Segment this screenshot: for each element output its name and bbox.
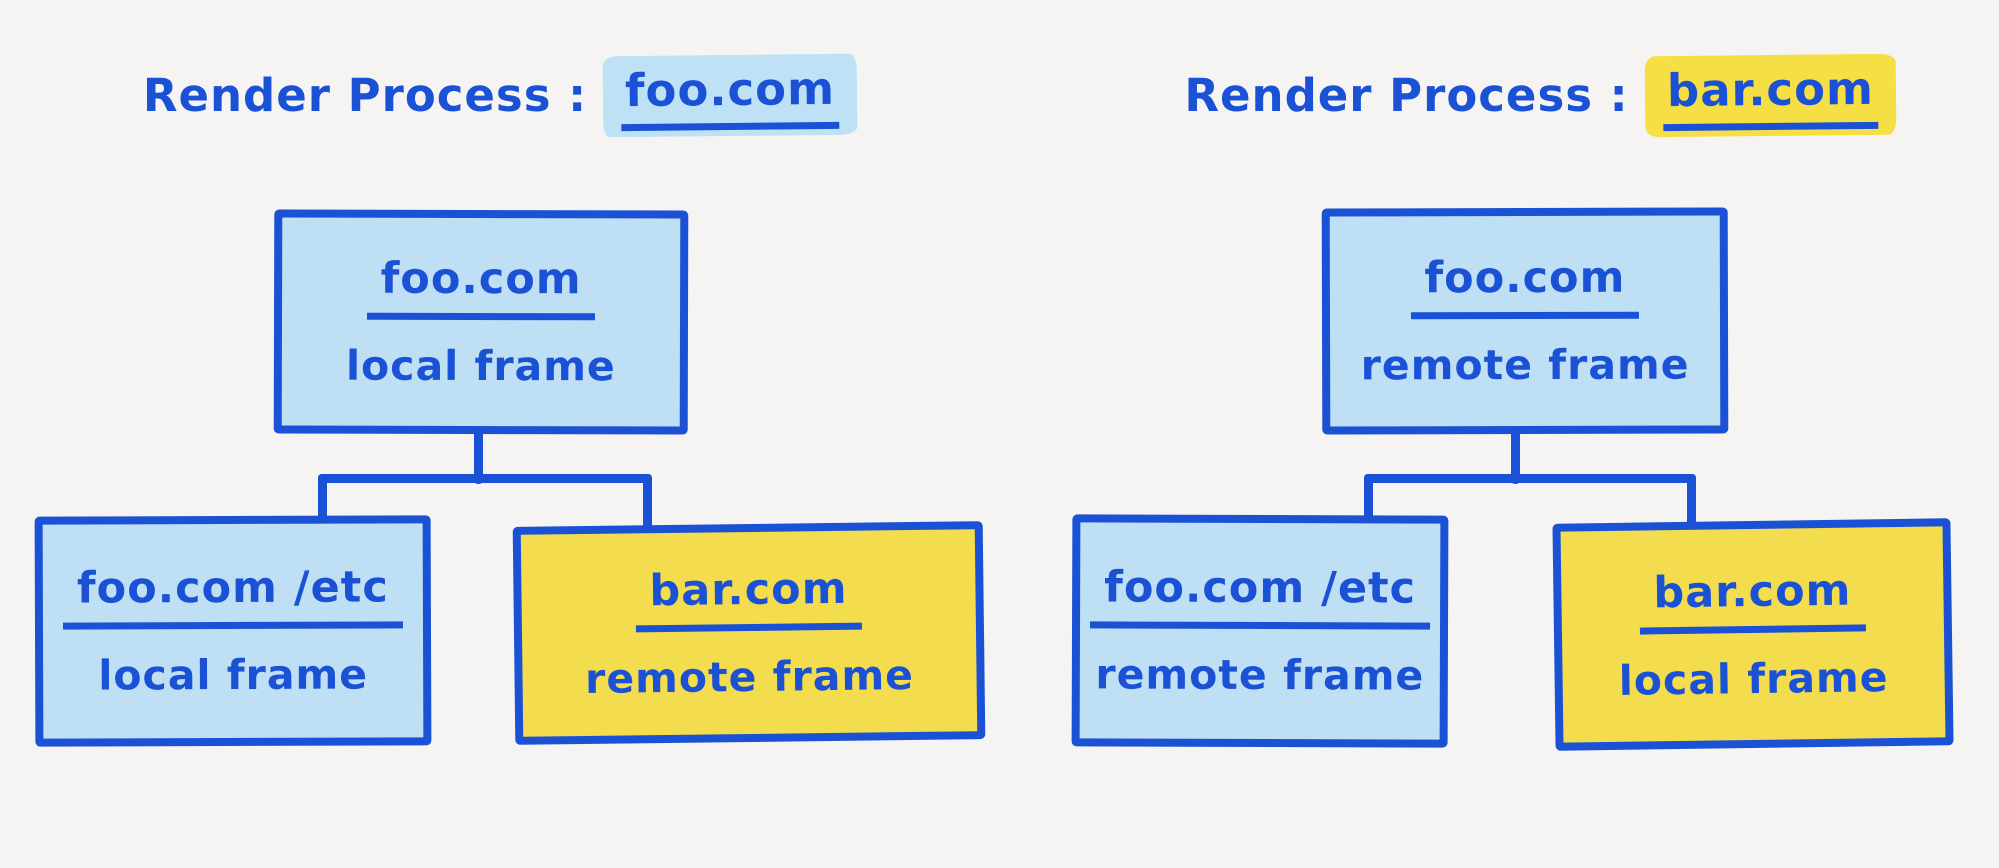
root-frame-node-foo: foo.com local frame — [273, 209, 689, 435]
connector-stem — [1511, 426, 1520, 484]
child-frame-node-right: bar.com remote frame — [512, 521, 986, 745]
child-frame-node-left: foo.com /etc remote frame — [1071, 514, 1449, 748]
root-frame-node-bar-process: foo.com remote frame — [1321, 207, 1729, 435]
title-domain-highlight: bar.com — [1644, 53, 1897, 137]
title-domain-highlight: foo.com — [602, 53, 858, 137]
frame-domain-label: foo.com — [366, 253, 596, 321]
frame-type-label: local frame — [98, 650, 369, 700]
frame-type-label: remote frame — [584, 650, 915, 704]
render-process-title-foo: Render Process : foo.com — [100, 52, 900, 138]
child-frame-node-left: foo.com /etc local frame — [34, 515, 432, 747]
child-frame-node-right: bar.com local frame — [1552, 518, 1954, 751]
frame-type-label: local frame — [1618, 652, 1889, 705]
title-text: Render Process : — [142, 68, 588, 122]
connector-stem — [474, 428, 483, 484]
frame-domain-label: foo.com — [1410, 252, 1640, 320]
connector-drop-right — [643, 474, 652, 532]
frame-domain-label: foo.com /etc — [62, 562, 403, 630]
connector-bar — [1364, 474, 1696, 483]
title-domain-label: foo.com — [620, 61, 840, 131]
title-domain-label: bar.com — [1662, 61, 1878, 131]
frame-type-label: remote frame — [1095, 650, 1425, 700]
frame-domain-label: foo.com /etc — [1090, 562, 1431, 630]
title-text: Render Process : — [1184, 68, 1629, 122]
connector-drop-left — [1364, 474, 1373, 523]
connector-drop-right — [1687, 474, 1696, 529]
frame-domain-label: bar.com — [1639, 564, 1866, 635]
frame-domain-label: bar.com — [635, 563, 862, 633]
frame-type-label: local frame — [345, 341, 616, 391]
connector-bar — [318, 474, 652, 483]
frame-type-label: remote frame — [1360, 340, 1690, 390]
connector-drop-left — [318, 474, 327, 524]
render-process-title-bar: Render Process : bar.com — [1140, 52, 1940, 138]
